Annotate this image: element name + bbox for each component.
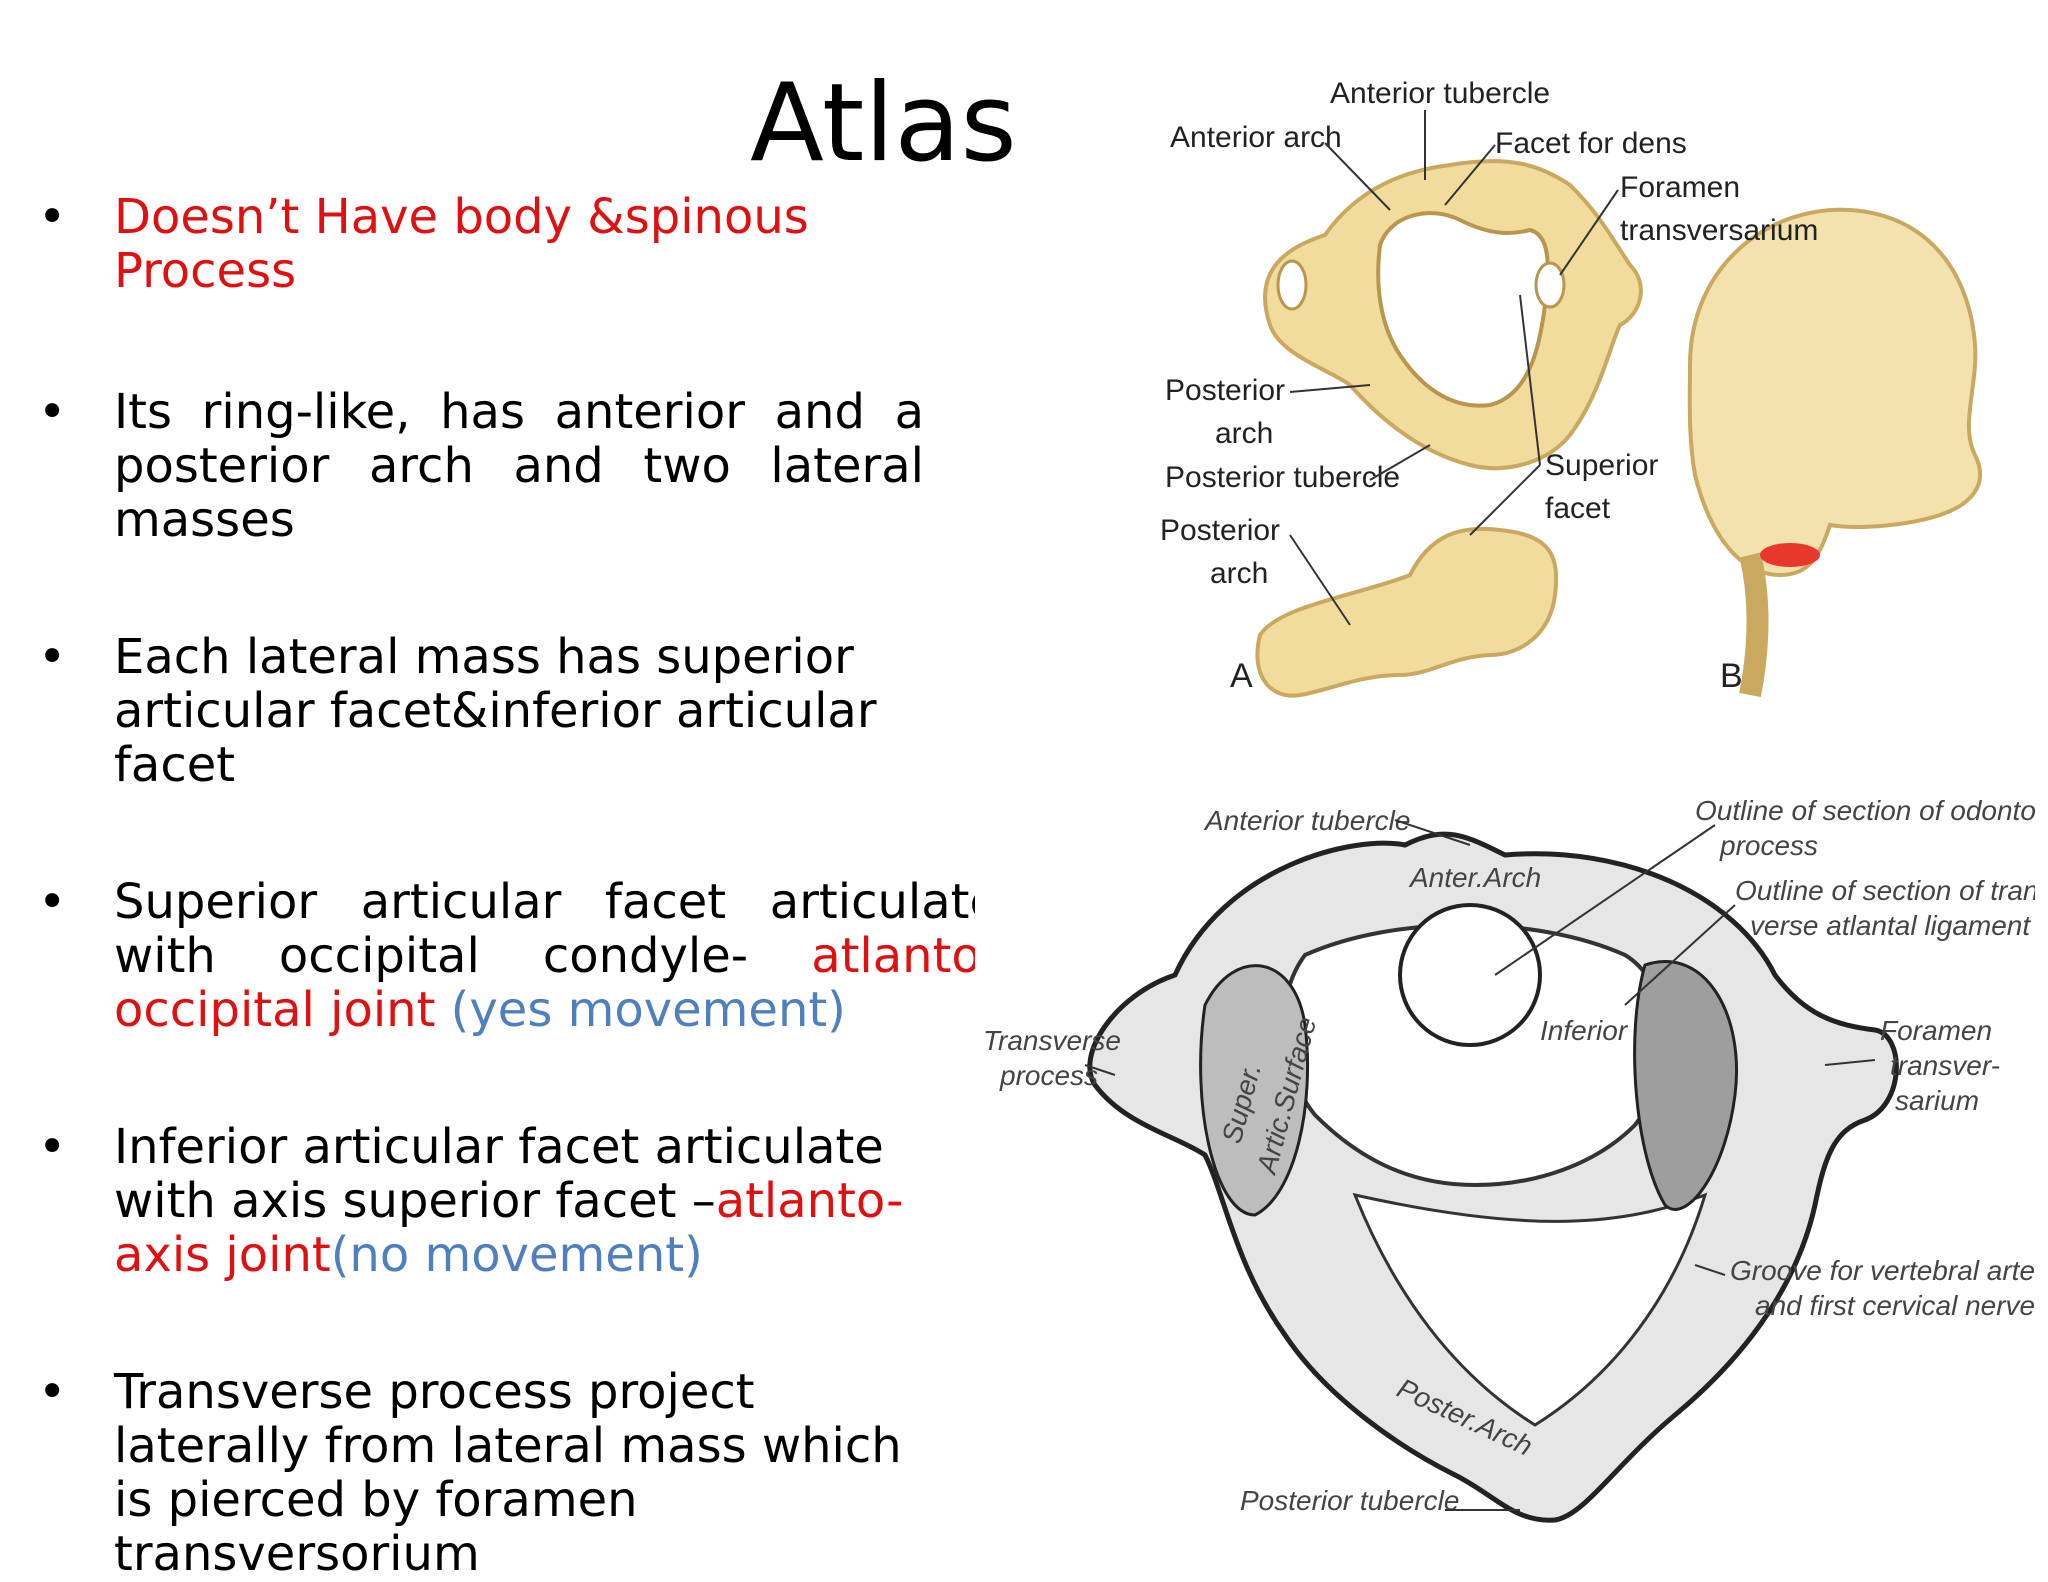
bullet-text-part: Inferior articular facet articulate with… [114, 1119, 884, 1229]
foramen-transversarium-left [1276, 259, 1308, 311]
bullet-text: Each lateral mass has superior articular… [114, 630, 904, 792]
label-foramen: Foramen [1620, 171, 1740, 204]
odontoid-process-circle [1398, 903, 1542, 1047]
vertebral-foramen [1376, 211, 1550, 408]
label-outline-odontoid: Outline of section of odontoid [1695, 795, 2035, 826]
label-transversarium: transversarium [1620, 214, 1818, 247]
atlas-lateral-shape [1255, 526, 1559, 698]
label-foramen-transversarium: sarium [1895, 1085, 1979, 1116]
bullet-text: Superior articular facet articulate with… [114, 875, 999, 1037]
label-facet-for-dens: Facet for dens [1495, 127, 1687, 160]
atlas-lateral-view [1255, 526, 1559, 698]
lateral-mass-right [1633, 960, 1738, 1211]
label-anterior-arch: Anterior arch [1170, 121, 1342, 154]
bullet-symbol: • [38, 384, 67, 440]
label-groove: Groove for vertebral artery [1730, 1255, 2035, 1286]
page-title: Atlas [750, 61, 1017, 186]
label-inferior: Inferior [1540, 1015, 1629, 1046]
bullet-text-part: atlanto-occipital joint [114, 928, 999, 1038]
bullet-text: Its ring-like, has anterior and a poster… [114, 385, 924, 547]
label-anter-arch: Anter.Arch [1408, 862, 1541, 893]
bullet-symbol: • [38, 1119, 67, 1175]
atlas-color-figure: Anterior tubercle Anterior arch Facet fo… [1130, 35, 2010, 735]
bullet-symbol: • [38, 189, 67, 245]
leader-lines [1289, 110, 1619, 626]
label-posterior-arch: arch [1215, 417, 1273, 450]
label-outline-odontoid: process [1719, 830, 1818, 861]
atlas-highlight [1760, 543, 1820, 567]
skull-illustration [1687, 207, 1982, 698]
bullet-text-part: Each lateral mass has superior articular… [114, 629, 877, 793]
label-superior-facet: facet [1545, 492, 1611, 525]
label-groove: and first cervical nerve [1755, 1290, 2035, 1321]
label-posterior-arch: arch [1210, 557, 1268, 590]
label-posterior-tubercle: Posterior tubercle [1240, 1485, 1459, 1516]
bullet-text: Transverse process project laterally fro… [114, 1365, 934, 1581]
bullet-symbol: • [38, 874, 67, 930]
bullet-text: Inferior articular facet articulate with… [114, 1120, 904, 1282]
label-transverse-process: Transverse [983, 1025, 1121, 1056]
atlas-superior-view [1263, 159, 1643, 471]
skull-shape [1687, 207, 1982, 578]
superior-articular-surface-left [1199, 964, 1309, 1217]
bullet-text-part: Its ring-like, has anterior and a poster… [114, 384, 924, 548]
label-panel-b: B [1720, 657, 1743, 695]
label-outline-ligament: verse atlantal ligament [1750, 910, 2031, 941]
label-anterior-tubercle: Anterior tubercle [1203, 805, 1410, 836]
label-anterior-tubercle: Anterior tubercle [1330, 77, 1550, 110]
atlas-engraving-figure: Anterior tubercle Anter.Arch Outline of … [975, 775, 2035, 1535]
label-foramen-transversarium: Foramen [1880, 1015, 1992, 1046]
label-panel-a: A [1230, 657, 1253, 695]
bullet-text-part: Superior articular facet articulate with… [114, 874, 999, 984]
bullet-text-part: atlanto-axis joint [114, 1173, 904, 1283]
label-outline-ligament: Outline of section of trans- [1735, 875, 2035, 906]
foramen-transversarium-right [1534, 261, 1566, 309]
bullet-text: Doesn’t Have body &spinous Process [114, 190, 834, 298]
cervical-spine [1739, 552, 1769, 698]
label-transverse-process: process [999, 1060, 1098, 1091]
label-superior-facet: Superior [1545, 449, 1658, 482]
bullet-text-part: Doesn’t Have body &spinous Process [114, 189, 809, 299]
bullet-text-part: (yes movement) [450, 982, 846, 1038]
leader-lines [1084, 819, 1876, 1511]
bullet-text-part: Transverse process project laterally fro… [114, 1364, 902, 1582]
bullet-symbol: • [38, 1364, 67, 1420]
label-posterior-tubercle: Posterior tubercle [1165, 461, 1400, 494]
label-posterior-arch: Posterior [1160, 514, 1280, 547]
odontoid-section-outline [1281, 923, 1666, 1188]
label-posterior-arch: Posterior [1165, 374, 1285, 407]
bullet-text-part: (no movement) [330, 1227, 703, 1283]
label-foramen-transversarium: transver- [1890, 1050, 2000, 1081]
vertebral-canal [1352, 1192, 1708, 1427]
bullet-symbol: • [38, 629, 67, 685]
